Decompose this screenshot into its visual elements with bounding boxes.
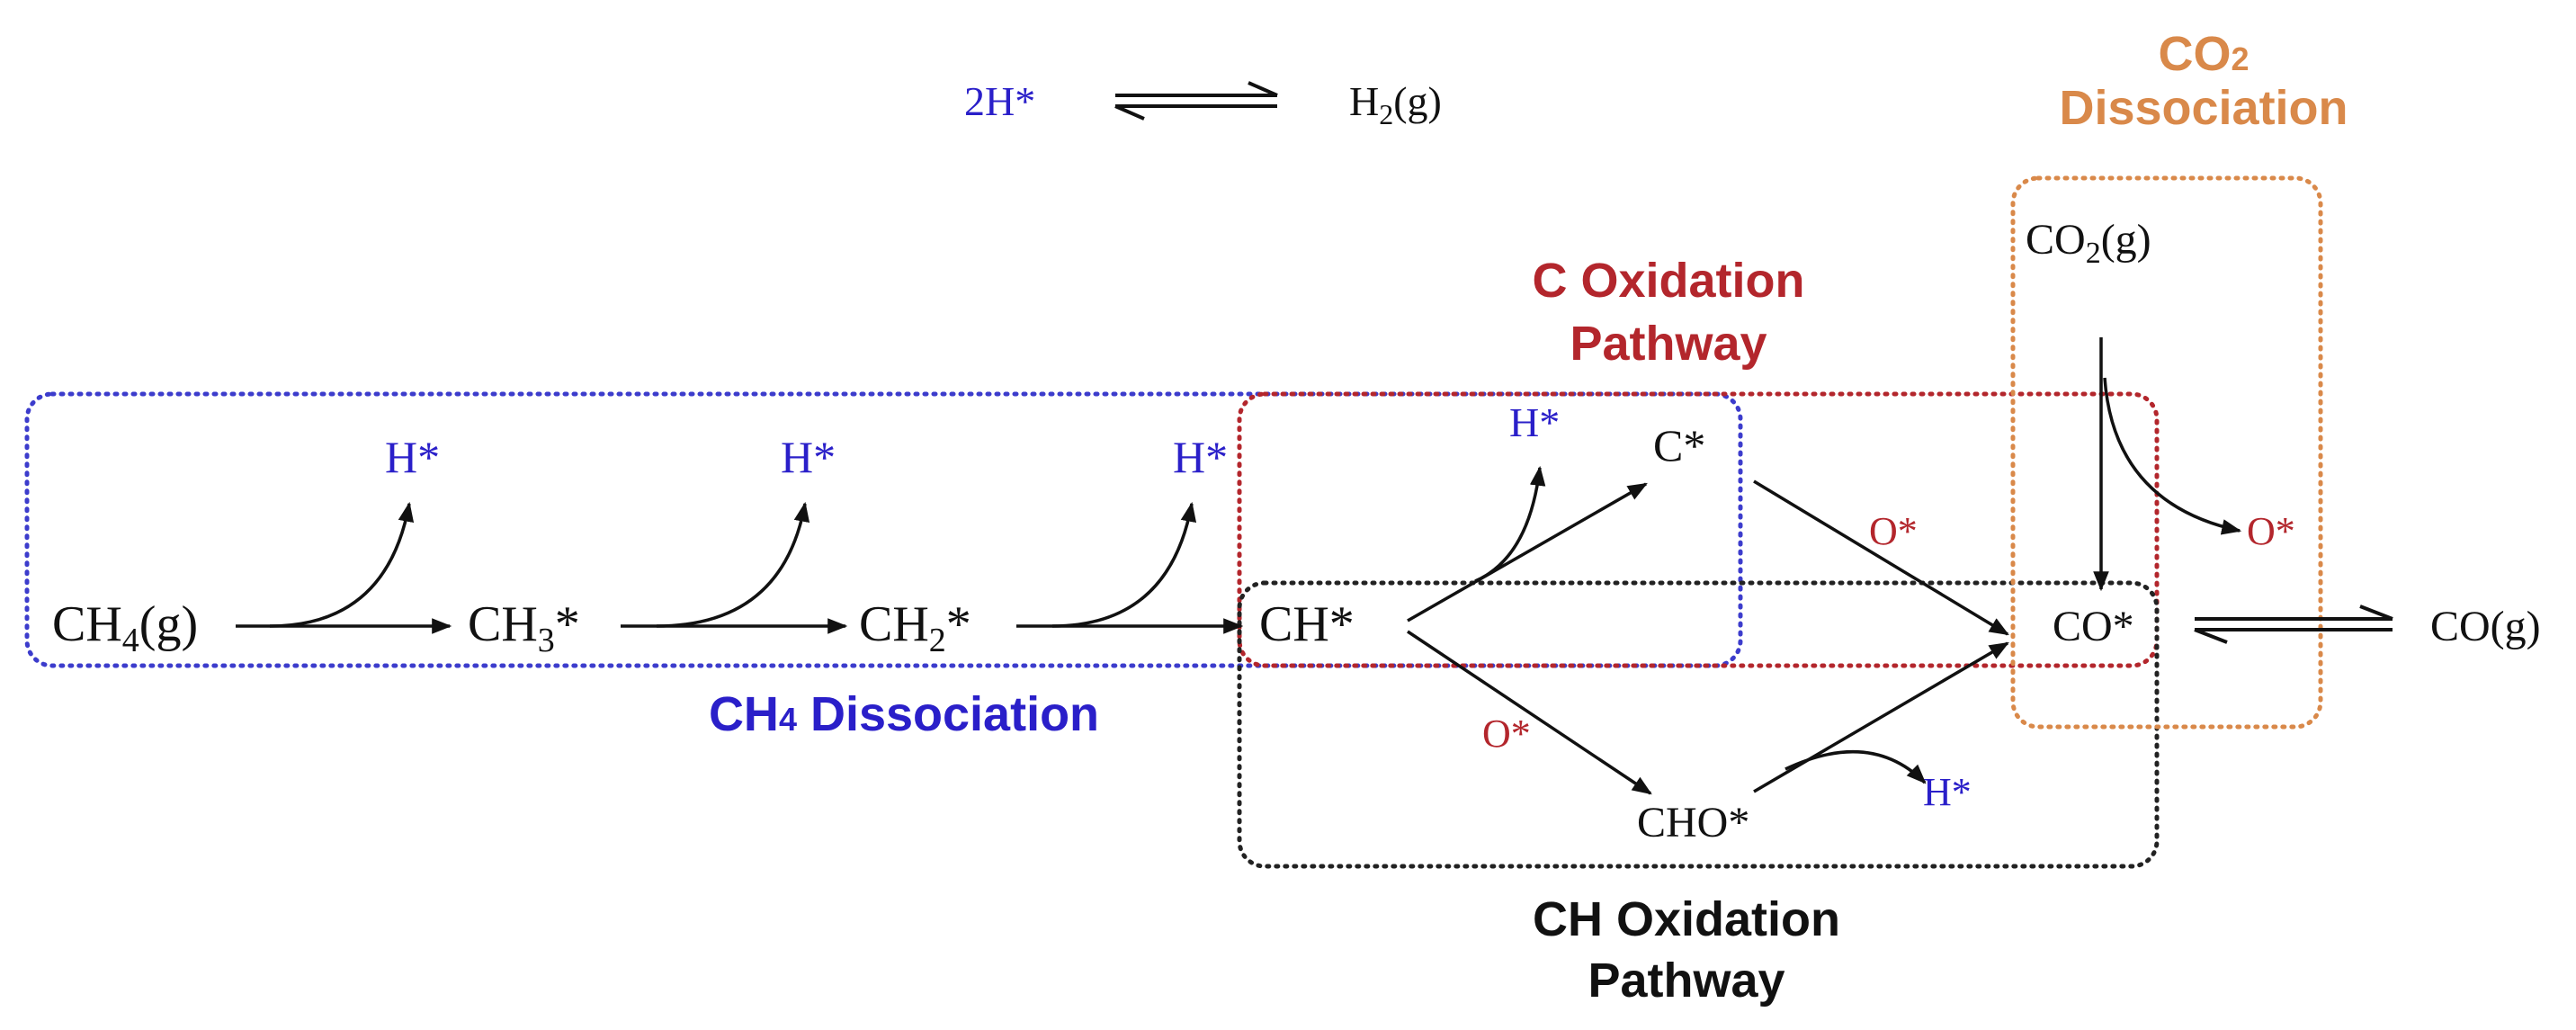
arrow-ch-to-cho: [1407, 630, 1652, 795]
arrow-ch4-release-h: [269, 501, 415, 628]
arrow-cho-to-co: [1753, 641, 2009, 793]
co2-dissociation-label: CO2: [2158, 27, 2249, 81]
c-oxidation-box: [1237, 391, 2160, 668]
byproduct-o-3: O*: [2247, 509, 2295, 553]
equilibrium-left-label: 2H*: [964, 78, 1035, 124]
byproduct-o-2: O*: [1482, 712, 1531, 756]
arrow-ch3-release-h: [656, 501, 810, 628]
species-c: C*: [1653, 420, 1705, 470]
species-cho: CHO*: [1637, 799, 1749, 846]
ch4-dissociation-label: CH4 Dissociation: [709, 687, 1099, 741]
species-co-gas: CO(g): [2430, 603, 2541, 650]
co2-dissociation-box: [2010, 175, 2323, 730]
arrow-ch-to-c: [1407, 482, 1648, 622]
equilibrium-right-label: H2(g): [1349, 78, 1442, 130]
byproduct-h-5: H*: [1923, 770, 1972, 814]
species-co2-gas: CO2(g): [2026, 216, 2151, 270]
species-co: CO*: [2053, 603, 2134, 650]
arrow-c-to-co: [1753, 479, 2009, 636]
arrow-ch2-release-h: [1051, 501, 1197, 628]
ch4-dissociation-box: [24, 391, 1743, 668]
c-oxidation-label: C Oxidation: [1532, 254, 1804, 308]
byproduct-h-4: H*: [1509, 399, 1560, 445]
byproduct-h-2: H*: [781, 432, 836, 482]
species-ch: CH*: [1259, 596, 1355, 652]
species-ch2: CH2*: [859, 596, 971, 659]
species-ch3: CH3*: [468, 596, 580, 659]
byproduct-h-1: H*: [385, 432, 440, 482]
byproduct-h-3: H*: [1173, 432, 1228, 482]
reaction-arrows: [236, 337, 2242, 795]
equilibrium-arrow: [1114, 81, 1278, 121]
ch-oxidation-label: CH Oxidation: [1533, 892, 1840, 946]
arrow-cho-release-h: [1784, 749, 1927, 784]
equilibrium-arrow-co: [2194, 605, 2393, 644]
ch-oxidation-box: [1237, 580, 2160, 869]
c-oxidation-label-line2: Pathway: [1570, 317, 1767, 371]
ch-oxidation-label-line2: Pathway: [1588, 954, 1784, 1008]
co2-dissociation-label-line2: Dissociation: [2059, 81, 2348, 135]
species-ch4-gas: CH4(g): [52, 596, 198, 659]
arrow-co2-release-o: [2103, 377, 2242, 535]
byproduct-o-1: O*: [1869, 509, 1918, 553]
arrow-ch-release-h: [1474, 465, 1546, 583]
